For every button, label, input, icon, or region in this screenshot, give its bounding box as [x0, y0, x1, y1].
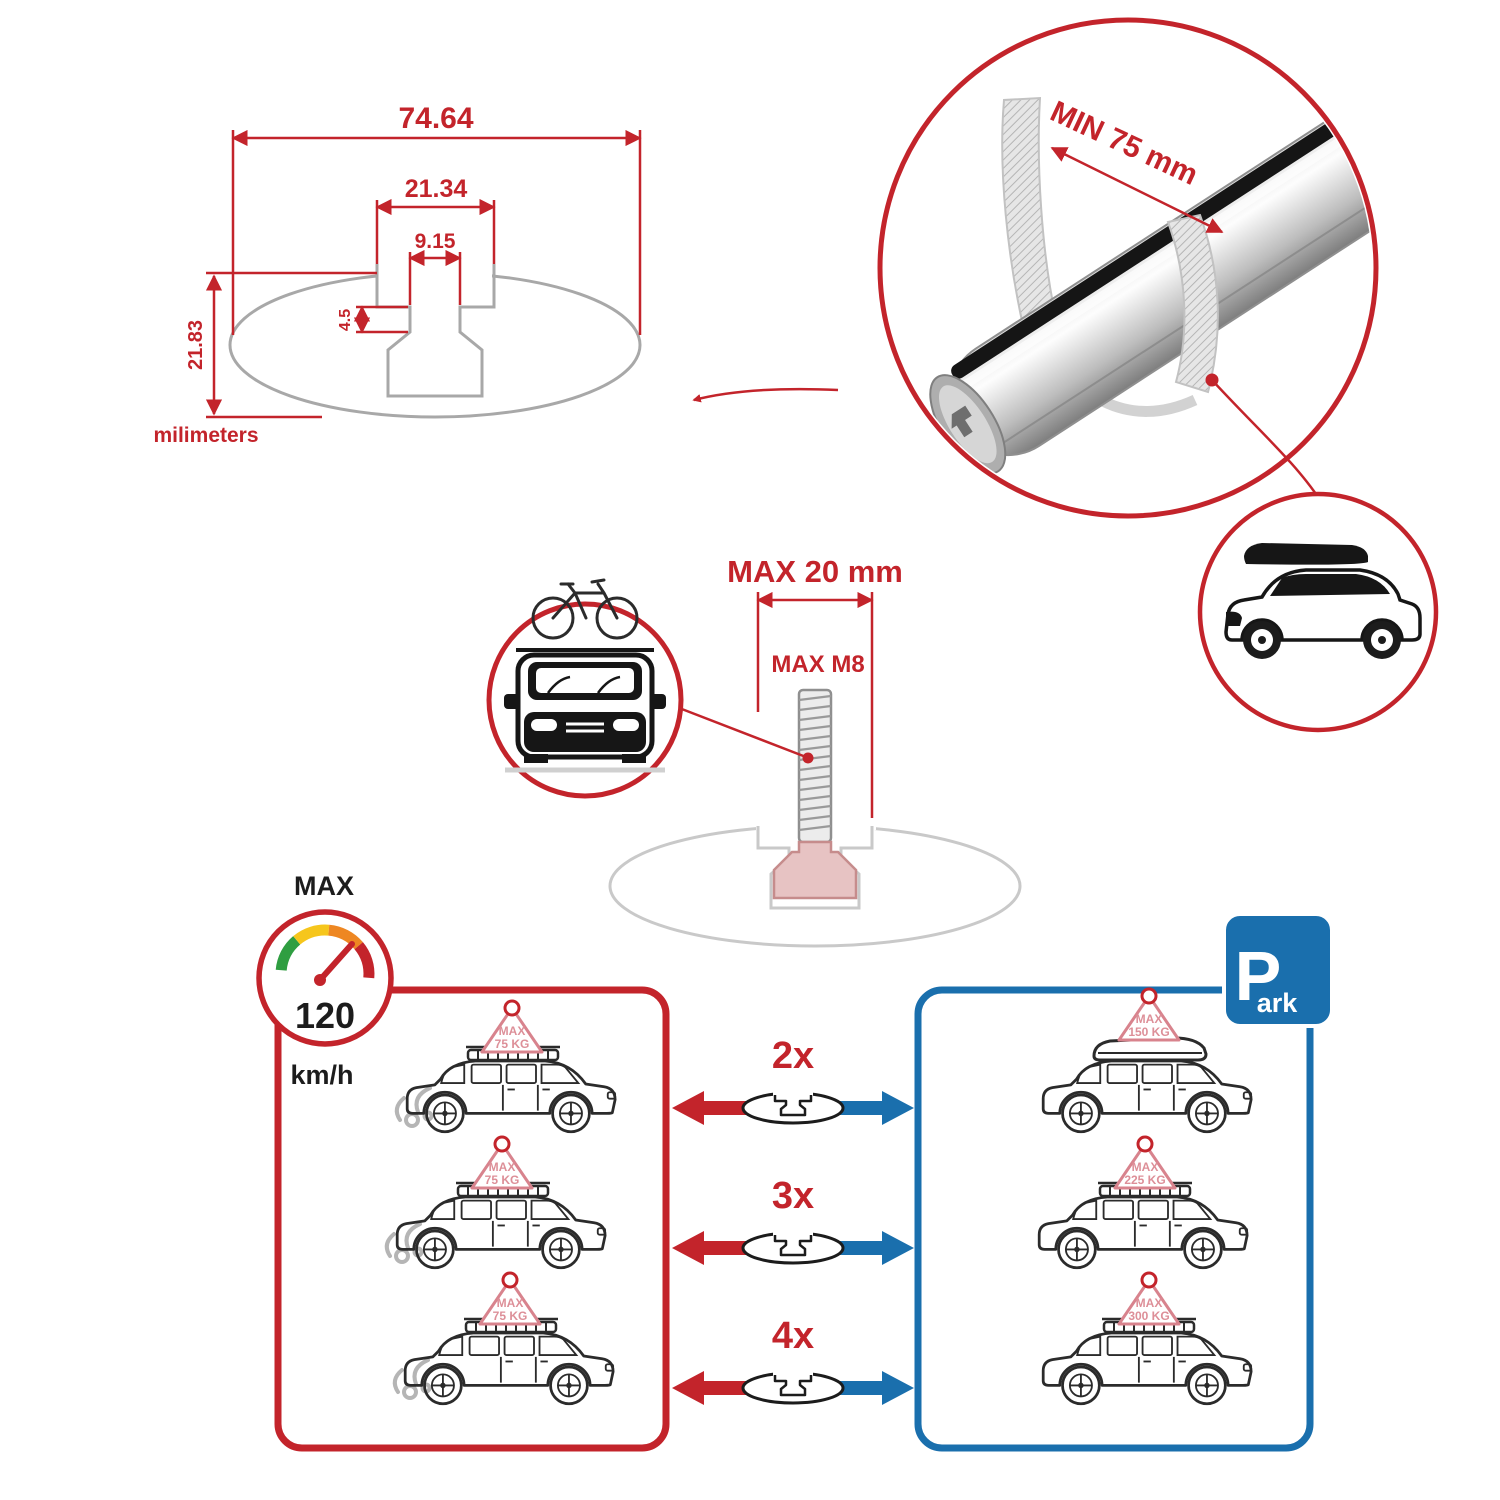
load-sign: MAX 75 KG	[470, 1135, 534, 1190]
svg-text:MAX: MAX	[1132, 1160, 1159, 1174]
crossbar-icon	[741, 1088, 845, 1125]
svg-text:MAX: MAX	[497, 1296, 524, 1310]
arrow-left-red	[672, 1231, 746, 1265]
svg-text:MAX: MAX	[499, 1024, 526, 1038]
car-bike-detail	[486, 578, 684, 799]
bolt-detail: MAX 20 mm MAX M8	[608, 554, 1022, 948]
car-front-view	[504, 652, 666, 773]
load-sign: MAX 75 KG	[478, 1271, 542, 1326]
arrow-right-blue	[840, 1231, 914, 1265]
parked-car-1: MAX 150 KG	[1041, 987, 1253, 1134]
max-thread-label: MAX M8	[771, 651, 864, 678]
parked-car-2: MAX 225 KG	[1037, 1135, 1249, 1270]
bar-render-detail: MIN 75 mm	[877, 17, 1379, 519]
gauge-needle	[317, 941, 355, 983]
speed-unit: km/h	[290, 1060, 353, 1090]
quantity-label-2x: 2x	[772, 1035, 814, 1077]
channel-width-label: 21.34	[405, 175, 468, 203]
svg-text:300 KG: 300 KG	[1128, 1309, 1169, 1323]
dimension-slot-width: 9.15	[408, 230, 462, 305]
total-width-label: 74.64	[398, 102, 473, 135]
speed-max-label: MAX	[294, 871, 354, 901]
svg-text:MAX: MAX	[1136, 1296, 1163, 1310]
t-bolt	[772, 688, 858, 900]
arrow-right-blue	[840, 1091, 914, 1125]
park-sign-p: P	[1235, 937, 1282, 1015]
arrow-left-red	[672, 1371, 746, 1405]
svg-text:MAX: MAX	[489, 1160, 516, 1174]
svg-text:225 KG: 225 KG	[1124, 1173, 1165, 1187]
quantity-row-3: 4x	[672, 1315, 914, 1405]
cross-section-drawing: 74.64 21.34 9.15 4.5 21.83	[153, 102, 839, 447]
driving-car-3: MAX 75 KG	[392, 1271, 615, 1406]
arrow-right-blue	[840, 1371, 914, 1405]
suv-grille	[1226, 611, 1242, 626]
t-bolt-head	[772, 840, 858, 900]
units-label: milimeters	[153, 424, 258, 447]
crossbar-icon	[741, 1228, 845, 1265]
quantity-label-3x: 3x	[772, 1175, 814, 1217]
dimension-height: 21.83	[185, 271, 377, 419]
svg-text:75 KG: 75 KG	[493, 1309, 528, 1323]
leader-line-to-suv	[1211, 379, 1322, 501]
wipers	[546, 675, 621, 694]
driving-car-2: MAX 75 KG	[384, 1135, 607, 1270]
slot-width-label: 9.15	[415, 230, 456, 253]
right-mirror	[650, 694, 666, 709]
clamp-front-leg	[1166, 213, 1219, 394]
leader-line-bolt	[673, 704, 807, 759]
load-sign: MAX 75 KG	[480, 999, 544, 1054]
parked-car-3: MAX 300 KG	[1041, 1271, 1253, 1406]
gauge-arcs	[275, 924, 375, 979]
min-span-arrow	[1050, 146, 1224, 234]
dimension-total-width: 74.64	[231, 102, 642, 335]
park-sign: P ark	[1222, 912, 1334, 1028]
quantity-row-2: 3x	[672, 1175, 914, 1265]
speed-limit-gauge: MAX 120 km/h	[256, 871, 394, 1090]
suv-roofbox-detail	[1197, 491, 1439, 733]
quantity-label-4x: 4x	[772, 1315, 814, 1357]
dimension-slot-depth: 4.5	[337, 305, 408, 334]
slot-gap-mask	[378, 262, 492, 278]
load-sign: MAX 150 KG	[1117, 987, 1181, 1042]
suv-windows	[1270, 574, 1390, 596]
max-width-label: MAX 20 mm	[727, 554, 903, 589]
right-headlight	[613, 719, 639, 731]
left-headlight	[531, 719, 557, 731]
svg-text:75 KG: 75 KG	[485, 1173, 520, 1187]
dimension-channel-width: 21.34	[375, 175, 496, 264]
park-sign-ark: ark	[1257, 988, 1299, 1018]
left-mirror	[504, 694, 520, 709]
load-sign: MAX 300 KG	[1117, 1271, 1181, 1326]
quantity-row-1: 2x	[672, 1035, 914, 1125]
height-label: 21.83	[185, 320, 207, 370]
svg-text:MAX: MAX	[1136, 1012, 1163, 1026]
speed-value: 120	[295, 995, 355, 1036]
slot-depth-label: 4.5	[337, 309, 354, 331]
load-sign: MAX 225 KG	[1113, 1135, 1177, 1190]
svg-text:150 KG: 150 KG	[1128, 1025, 1169, 1039]
driving-car-1: MAX 75 KG	[394, 999, 617, 1134]
svg-text:75 KG: 75 KG	[495, 1037, 530, 1051]
detail-arrow	[692, 387, 839, 403]
roof-box	[1244, 543, 1368, 565]
leader-dot-bolt	[802, 752, 814, 764]
arrow-left-red	[672, 1091, 746, 1125]
bicycle-icon	[531, 578, 639, 640]
t-slot-profile	[375, 264, 496, 398]
crossbar-icon	[741, 1368, 845, 1405]
